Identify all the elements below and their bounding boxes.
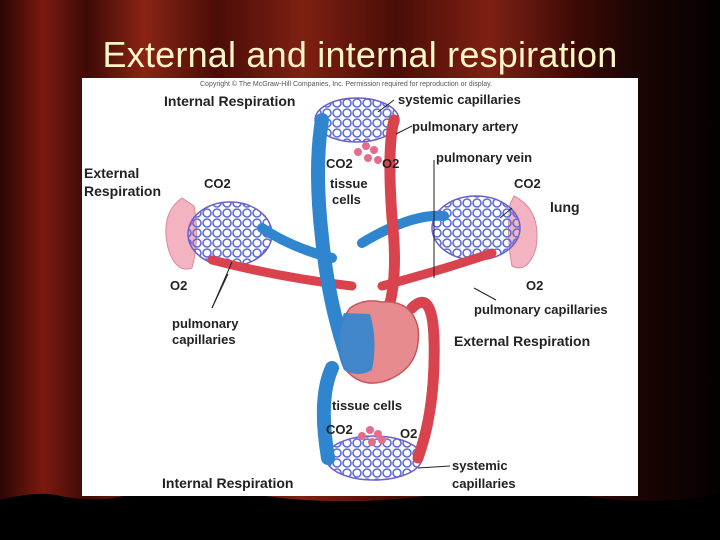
label-o2-top: O2 <box>382 156 399 171</box>
leader-lines <box>211 99 513 469</box>
label-co2-bottom: CO2 <box>326 422 353 437</box>
slide-title: External and internal respiration <box>102 34 618 75</box>
label-systemic-capillaries-bottom-1: systemic <box>452 458 508 473</box>
label-o2-bottom: O2 <box>400 426 417 441</box>
label-internal-respiration-bottom: Internal Respiration <box>162 475 293 491</box>
right-pulmonary-capillary-bed <box>431 195 521 261</box>
label-tissue-cells-bottom: tissue cells <box>332 398 402 413</box>
pulmonary-vein-left-vessel <box>207 255 357 291</box>
label-pulmonary-capillaries-left-1: pulmonary <box>172 316 239 331</box>
label-co2-top: CO2 <box>326 156 353 171</box>
label-o2-left: O2 <box>170 278 187 293</box>
inferior-vena-cava-vessel <box>316 361 339 465</box>
label-pulmonary-capillaries-left-2: capillaries <box>172 332 236 347</box>
label-co2-right: CO2 <box>514 176 541 191</box>
aorta-down-vessel <box>406 296 440 464</box>
heart-right-side <box>337 313 375 374</box>
label-tissue-cells-top-2: cells <box>332 192 361 207</box>
label-external-respiration-right: External Respiration <box>454 333 590 349</box>
left-pulmonary-capillary-bed <box>187 201 273 267</box>
label-external-respiration-left-1: External <box>84 165 139 181</box>
label-systemic-capillaries-top: systemic capillaries <box>398 92 521 107</box>
label-o2-right: O2 <box>526 278 543 293</box>
label-external-respiration-left-2: Respiration <box>84 183 161 199</box>
label-internal-respiration-top: Internal Respiration <box>164 93 295 109</box>
superior-vena-cava-vessel <box>311 113 351 355</box>
stage-floor <box>0 490 720 540</box>
pulmonary-artery-right-vessel <box>357 210 449 248</box>
bottom-tissue-cells <box>358 426 386 446</box>
label-pulmonary-artery: pulmonary artery <box>412 119 519 134</box>
label-pulmonary-capillaries-right: pulmonary capillaries <box>474 302 608 317</box>
label-co2-left: CO2 <box>204 176 231 191</box>
label-tissue-cells-top-1: tissue <box>330 176 368 191</box>
respiration-diagram: Copyright © The McGraw-Hill Companies, I… <box>82 78 638 496</box>
respiration-illustration: Copyright © The McGraw-Hill Companies, I… <box>84 80 608 491</box>
label-lung: lung <box>550 199 580 215</box>
label-systemic-capillaries-bottom-2: capillaries <box>452 476 516 491</box>
top-tissue-cells <box>354 142 382 164</box>
copyright-notice: Copyright © The McGraw-Hill Companies, I… <box>200 80 492 88</box>
label-pulmonary-vein: pulmonary vein <box>436 150 532 165</box>
